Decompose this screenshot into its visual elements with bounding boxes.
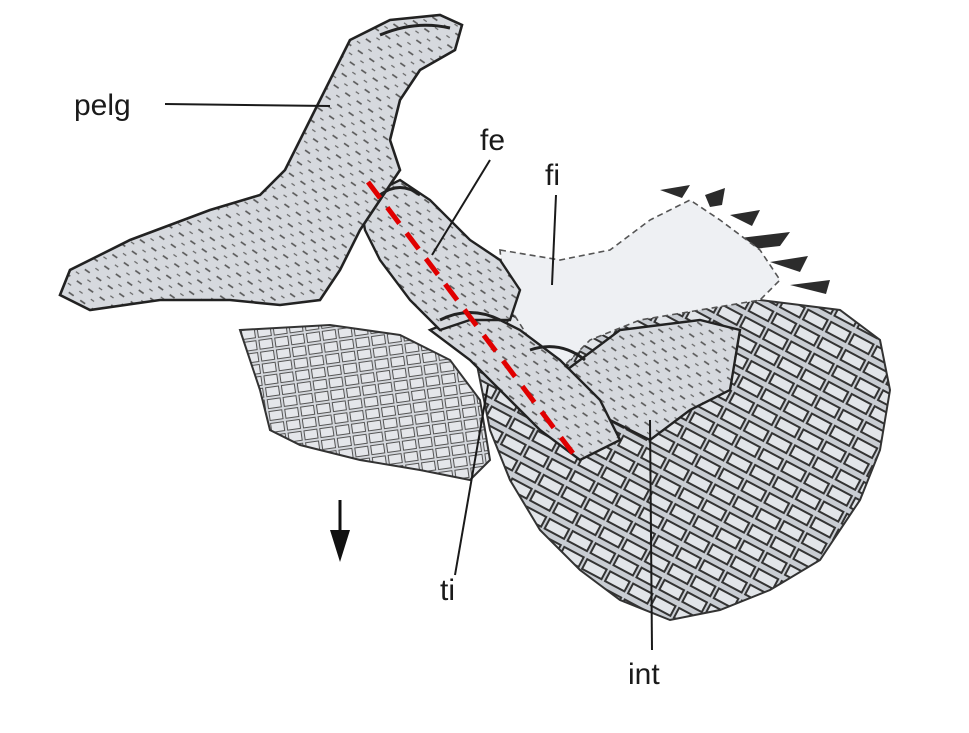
label-fe: fe bbox=[480, 124, 505, 157]
label-ti: ti bbox=[440, 574, 455, 607]
down-arrow-icon bbox=[330, 500, 350, 562]
pelg-leader-line bbox=[165, 104, 330, 106]
label-int: int bbox=[628, 658, 660, 691]
femur-bone bbox=[360, 180, 520, 330]
label-fi: fi bbox=[545, 159, 560, 192]
label-pelg: pelg bbox=[74, 89, 131, 122]
